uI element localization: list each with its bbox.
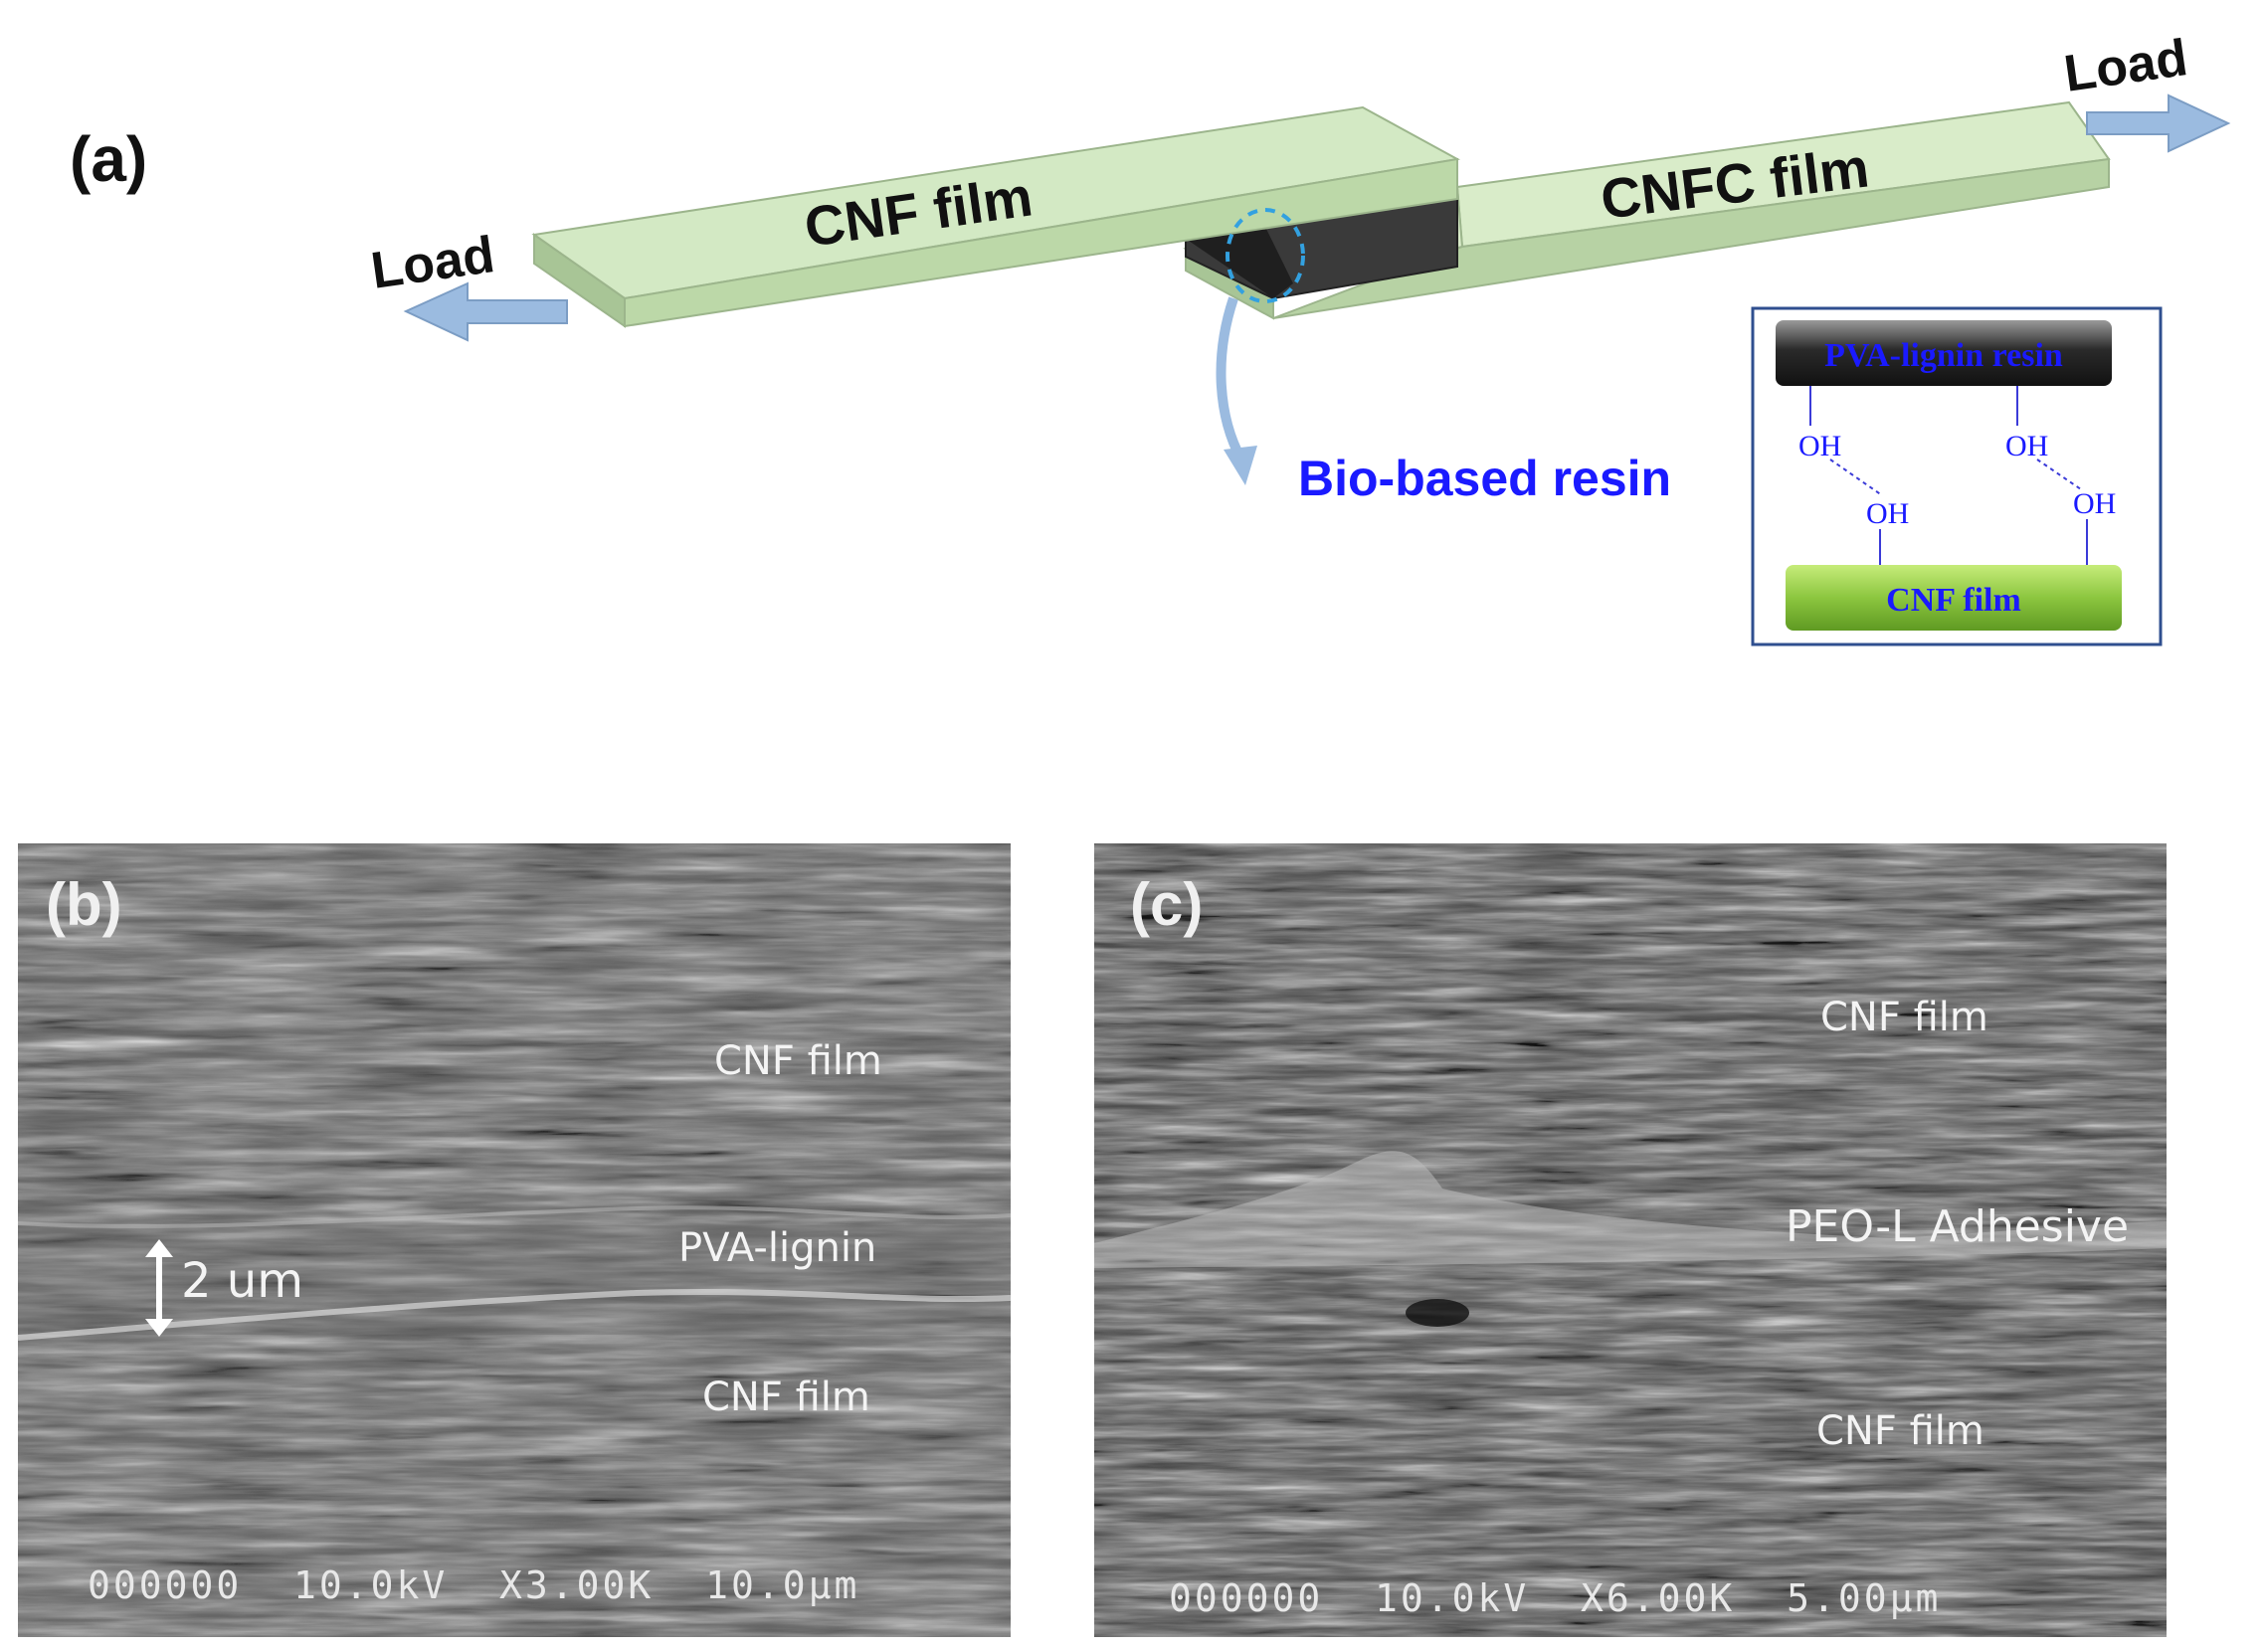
panel-b-top-layer: CNF film (714, 1038, 882, 1084)
panel-c-middle-layer: PEO-L Adhesive (1786, 1201, 2129, 1252)
sem-image-b (18, 843, 1011, 1637)
panel-b: (b) CNF film PVA-lignin CNF film 2 um 00… (17, 843, 1012, 1637)
adhesive-ridge (1094, 1151, 2167, 1268)
panel-b-micrograph-info: 000000 10.0kV X3.00K 10.0μm (88, 1563, 859, 1607)
bonding-inset: PVA-lignin resin OH OH OH OH CNF film (1751, 306, 2163, 646)
panel-c: (c) CNF film PEO-L Adhesive CNF film 000… (1094, 843, 2167, 1637)
panel-b-thickness: 2 um (181, 1253, 303, 1309)
resin-layer (1185, 195, 1458, 300)
left-load-arrow (403, 281, 568, 342)
panel-b-middle-layer: PVA-lignin (678, 1225, 876, 1271)
pva-lignin-band (18, 1225, 1011, 1335)
panel-a-label: (a) (70, 123, 147, 195)
inset-resin-label: PVA-lignin resin (1824, 337, 2063, 374)
panel-b-bottom-layer: CNF film (702, 1375, 870, 1420)
interface-marker (1226, 208, 1305, 303)
left-load-label: Load (368, 226, 498, 300)
panel-c-label: (c) (1130, 871, 1203, 938)
callout-arrowhead (1224, 446, 1257, 485)
callout-arrow (1216, 296, 1246, 462)
inset-oh-1: OH (1798, 430, 1841, 462)
inset-resin-bar (1776, 320, 2112, 386)
panel-c-micrograph-info: 000000 10.0kV X6.00K 5.00μm (1169, 1576, 1941, 1620)
inset-film-label: CNF film (1886, 582, 2021, 619)
panel-c-top-layer: CNF film (1820, 995, 1988, 1040)
panel-b-label: (b) (46, 871, 122, 938)
inset-oh-4: OH (2073, 487, 2116, 520)
thickness-arrow (145, 1239, 173, 1337)
right-load-label: Load (2061, 29, 2191, 103)
cnf-film-strip (531, 105, 1461, 328)
inset-oh-2: OH (2005, 430, 2048, 462)
panel-c-bottom-layer: CNF film (1816, 1408, 1984, 1454)
inset-oh-3: OH (1866, 497, 1909, 530)
inset-film-bar (1786, 565, 2122, 631)
panel-a: (a) Load CNF film CNFC film Load (70, 29, 2231, 646)
resin-callout-label: Bio-based resin (1298, 451, 1671, 506)
right-load-arrow (2086, 93, 2231, 153)
